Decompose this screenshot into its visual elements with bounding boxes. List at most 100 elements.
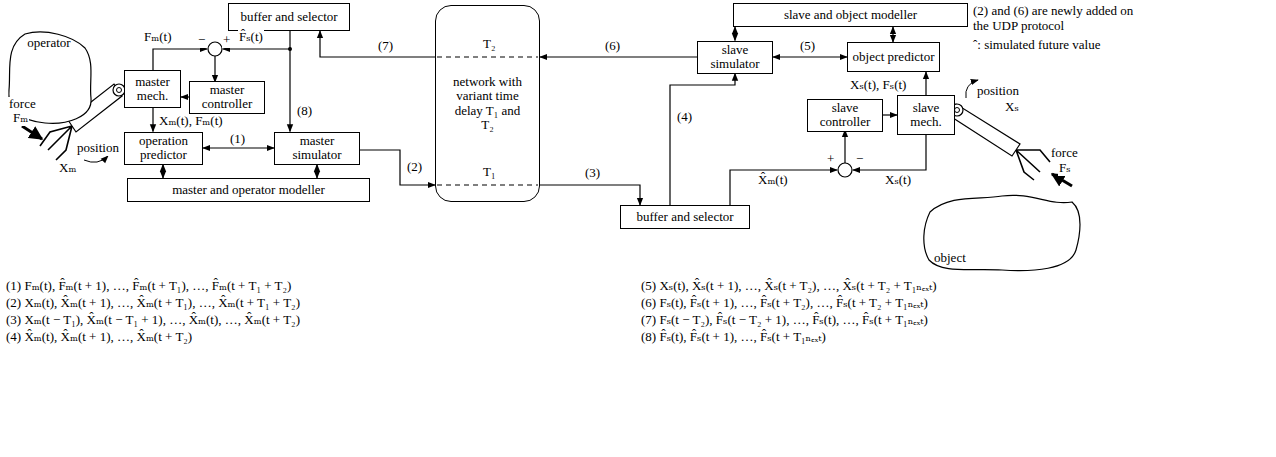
modeller-box: master and operator modeller: [127, 178, 370, 202]
node-text: buffer and selector: [240, 10, 337, 24]
signal-label: −: [197, 33, 206, 48]
blob-path: [9, 32, 91, 123]
signal-label: Fₛ: [1058, 161, 1072, 176]
node-text: buffer and selector: [636, 210, 733, 224]
connector: [162, 165, 163, 179]
summing-junction: [838, 163, 852, 177]
connector-label: (3): [584, 166, 601, 181]
node-text: master mech.: [125, 75, 180, 104]
delay-path: [437, 56, 538, 57]
signal-label: position: [976, 84, 1020, 99]
signal-sequence: (7) Fₛ(t − T₂), F̂ₛ(t − T₂ + 1), …, F̂ₛ(…: [640, 313, 929, 328]
signal-sequence: (8) F̂ₛ(t), F̂ₛ(t + 1), …, F̂ₛ(t + T₁ₙₑₓ…: [640, 330, 827, 345]
node-text: master controller: [190, 83, 264, 112]
slave-arm-joint: [955, 108, 960, 113]
signal-label: +: [222, 33, 231, 48]
signal-wire: [223, 48, 290, 49]
signal-label: +: [826, 152, 835, 167]
node-text: slave simulator: [698, 43, 772, 72]
node-text: master simulator: [275, 134, 359, 163]
connector: [316, 165, 317, 179]
connector: [540, 56, 697, 57]
signal-wire: [730, 170, 837, 205]
signal-label: Xₘ: [58, 161, 77, 176]
node-text: master and operator modeller: [172, 183, 325, 197]
connector: [320, 31, 435, 57]
controller-box: master controller: [189, 81, 265, 114]
connector-label: (1): [229, 132, 246, 147]
buffer-box: buffer and selector: [620, 205, 750, 229]
controller-box: slave controller: [807, 99, 883, 132]
signal-sequence: (2) Xₘ(t), X̂ₘ(t + 1), …, X̂ₘ(t + T₁), ……: [5, 296, 301, 311]
signal-label: Fₘ: [12, 111, 29, 126]
blob-path: [924, 195, 1080, 270]
note-text: ˆ: simulated future value: [972, 38, 1101, 53]
summing-junction: [208, 42, 222, 56]
simulator-box: master simulator: [274, 132, 360, 165]
signal-label: position: [76, 141, 120, 156]
signal-label: T₂: [482, 37, 496, 52]
note-text: (2) and (6) are newly added on the UDP p…: [972, 4, 1152, 34]
connector: [203, 147, 274, 148]
connector-label: (7): [377, 39, 394, 54]
signal-label: force: [1050, 146, 1079, 161]
connector: [289, 31, 290, 132]
object-blob: object: [920, 190, 1085, 275]
signal-label: −: [855, 152, 864, 167]
node-text: object predictor: [853, 50, 935, 64]
node-text: slave controller: [808, 101, 882, 130]
master-arm-joint: [117, 88, 122, 93]
signal-sequence: (3) Xₘ(t − T₁), X̂ₘ(t − T₁ + 1), …, X̂ₘ(…: [5, 313, 301, 328]
predictor-box: object predictor: [847, 42, 940, 72]
connector-label: (8): [296, 104, 313, 119]
connector-label: (4): [676, 110, 693, 125]
connector-label: (5): [799, 39, 816, 54]
signal-sequence: (6) Fₛ(t), F̂ₛ(t + 1), …, F̂ₛ(t + T₂), ……: [640, 296, 929, 311]
node-text: operation predictor: [125, 134, 202, 163]
simulator-box: slave simulator: [697, 41, 773, 74]
connector-label: Xₘ(t), Fₘ(t): [158, 114, 224, 129]
connector: [892, 27, 893, 42]
connector: [734, 27, 735, 41]
mechanism-box: master mech.: [124, 70, 181, 108]
node-text: slave and object modeller: [784, 8, 917, 22]
connector: [540, 185, 640, 205]
signal-label: F̂ₛ(t): [238, 30, 264, 45]
connector-label: (2): [406, 160, 423, 175]
connector: [360, 150, 435, 185]
signal-sequence: (1) Fₘ(t), F̂ₘ(t + 1), …, F̂ₘ(t + T₁), ……: [5, 279, 292, 294]
connector: [181, 96, 189, 97]
predictor-box: operation predictor: [124, 132, 203, 165]
buffer-box: buffer and selector: [228, 3, 350, 31]
signal-wire: [214, 56, 215, 82]
signal-label: Fₘ(t): [143, 30, 172, 45]
master-gripper: [40, 126, 72, 160]
connector: [925, 72, 926, 95]
signal-wire: [853, 135, 926, 170]
node-text: operator: [27, 36, 70, 50]
modeller-box: slave and object modeller: [733, 3, 968, 27]
signal-sequence: (4) X̂ₘ(t), X̂ₘ(t + 1), …, X̂ₘ(t + T₂): [5, 330, 193, 345]
delay-path: [437, 184, 538, 185]
force-arrow: [22, 126, 42, 139]
connector: [152, 108, 153, 132]
connector-label: (6): [604, 39, 621, 54]
signal-label: Xₛ(t): [884, 173, 912, 188]
node-text: network with variant time delay T₁ and T…: [450, 75, 526, 132]
signal-label: force: [8, 97, 37, 112]
signal-sequence: (5) Xₛ(t), X̂ₛ(t + 1), …, X̂ₛ(t + T₂), ……: [640, 279, 938, 294]
slave-gripper: [1016, 150, 1050, 180]
connector: [883, 114, 897, 115]
signal-wire: [844, 130, 845, 163]
signal-label: Xₛ: [1004, 100, 1020, 115]
motion-arrow: [84, 156, 108, 162]
node-text: object: [934, 251, 966, 265]
signal-wire: [153, 49, 207, 70]
signal-label: T₁: [482, 165, 496, 180]
node-text: slave mech.: [898, 101, 954, 130]
mechanism-box: slave mech.: [897, 95, 955, 135]
signal-label: X̂ₘ(t): [757, 173, 789, 188]
connector-label: Xₛ(t), Fₛ(t): [849, 78, 907, 93]
connector: [670, 74, 735, 206]
